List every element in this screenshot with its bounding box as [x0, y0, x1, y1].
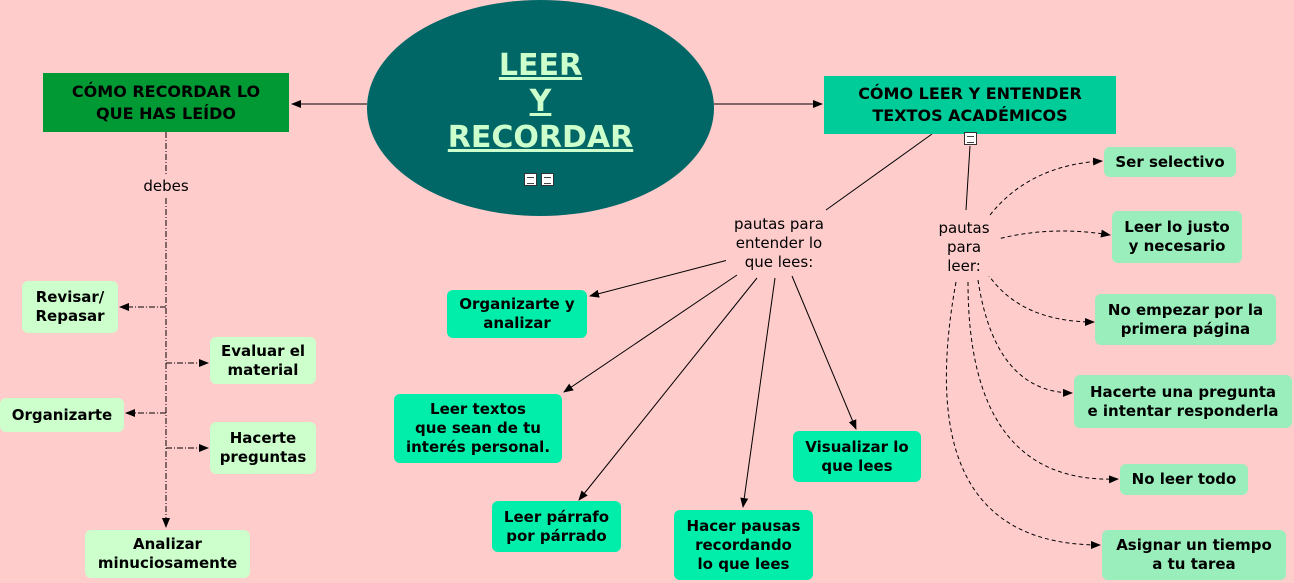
left-topic-header[interactable]: CÓMO RECORDAR LO QUE HAS LEÍDO [43, 73, 289, 132]
right-topic-header[interactable]: CÓMO LEER Y ENTENDER TEXTOS ACADÉMICOS [824, 76, 1116, 134]
image-icon[interactable] [524, 173, 537, 186]
central-topic-title[interactable]: LEER Y RECORDAR [447, 48, 634, 155]
node-organizarte[interactable]: Organizarte [0, 398, 124, 432]
node-no-empezar[interactable]: No empezar por la primera página [1095, 294, 1276, 345]
node-hacerte-preguntas[interactable]: Hacerte preguntas [210, 422, 316, 474]
node-visualizar[interactable]: Visualizar lo que lees [793, 431, 921, 482]
node-leer-justo[interactable]: Leer lo justo y necesario [1112, 211, 1242, 263]
left-link-label: debes [140, 177, 192, 196]
node-analizar-minuciosamente[interactable]: Analizar minuciosamente [85, 530, 250, 578]
branch-label-read: pautas para leer: [930, 219, 998, 276]
node-hacer-pausas[interactable]: Hacer pausas recordando lo que lees [674, 510, 813, 580]
node-hacerte-pregunta[interactable]: Hacerte una pregunta e intentar responde… [1074, 375, 1292, 428]
central-topic-ellipse[interactable] [367, 0, 714, 216]
document-icon[interactable] [541, 173, 554, 186]
node-ser-selectivo[interactable]: Ser selectivo [1104, 147, 1236, 177]
document-icon[interactable] [964, 132, 977, 145]
node-organizarte-analizar[interactable]: Organizarte y analizar [447, 290, 587, 338]
node-revisar-repasar[interactable]: Revisar/ Repasar [22, 281, 118, 333]
branch-label-understand: pautas para entender lo que lees: [726, 215, 832, 272]
node-asignar-tiempo[interactable]: Asignar un tiempo a tu tarea [1102, 530, 1286, 580]
node-no-leer-todo[interactable]: No leer todo [1120, 464, 1248, 495]
node-leer-textos-interes[interactable]: Leer textos que sean de tu interés perso… [394, 394, 562, 463]
node-leer-parrafo[interactable]: Leer párrafo por párrado [492, 501, 621, 552]
node-evaluar-material[interactable]: Evaluar el material [210, 337, 316, 384]
